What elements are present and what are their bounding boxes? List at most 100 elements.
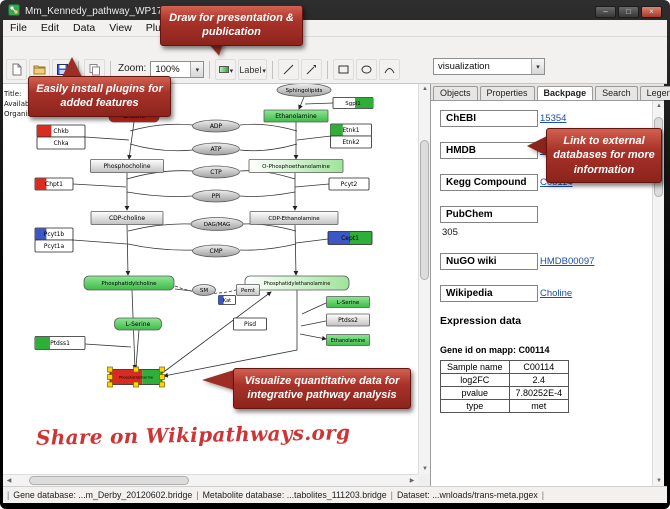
selection-handle[interactable] [133,381,139,388]
node-sgpl1[interactable]: Sgpl1 [332,97,374,109]
node-ppi[interactable]: PPi [192,189,240,203]
menu-edit[interactable]: Edit [40,22,60,34]
node-pcyt2[interactable]: Pcyt2 [328,177,370,191]
node-o-phosphoethanolamine[interactable]: O-Phosphoethanolamine [248,159,344,173]
node-chkb[interactable]: Chkb [36,124,86,138]
pathway-edge[interactable] [84,343,132,348]
canvas-horizontal-scrollbar[interactable] [3,474,418,486]
node-kat[interactable]: Kat [218,295,236,305]
canvas-vertical-scrollbar[interactable] [418,84,430,474]
pathway-edge[interactable] [163,290,298,378]
line-tool-button[interactable] [277,59,299,80]
tab-properties[interactable]: Properties [479,86,535,100]
scroll-up-icon[interactable] [653,101,665,111]
selection-handle[interactable] [159,366,165,373]
pathway-edge[interactable] [160,291,272,375]
minimize-button[interactable]: – [595,5,616,18]
rectangle-tool-button[interactable] [332,59,354,80]
node-cept1[interactable]: Cept1 [327,231,373,245]
arc-tool-button[interactable] [378,59,400,80]
pathway-edge[interactable] [84,136,130,141]
pathway-edge[interactable] [295,238,329,244]
close-button[interactable]: × [641,5,662,18]
node-chka[interactable]: Chka [36,136,86,150]
open-file-button[interactable] [29,59,50,80]
selection-handle[interactable] [107,366,113,373]
new-file-button[interactable] [6,59,27,80]
node-chpt1[interactable]: Chpt1 [34,177,74,191]
node-ctp[interactable]: CTP [192,165,240,179]
node-sphingolipids[interactable]: Sphingolipids [276,84,332,97]
pathway-edge[interactable] [296,135,332,141]
tab-objects[interactable]: Objects [433,86,478,100]
menu-file[interactable]: File [10,22,27,34]
arrow-tool-button[interactable] [300,59,322,80]
pathway-edge[interactable] [301,302,327,315]
node-atp[interactable]: ATP [192,142,240,156]
scrollbar-thumb[interactable] [420,140,429,280]
label-tool-button[interactable]: Label [238,59,267,80]
selection-handle[interactable] [107,374,113,380]
node-pisd[interactable]: Pisd [233,317,267,331]
node-pemt[interactable]: Pemt [236,284,260,296]
node-cmp[interactable]: CMP [192,244,240,258]
pathway-edge[interactable] [300,320,327,327]
selection-handle[interactable] [133,366,139,373]
scroll-down-icon[interactable] [653,476,665,486]
pathway-edge[interactable] [127,223,192,232]
ellipse-tool-button[interactable] [355,59,377,80]
pathway-edge[interactable] [129,143,194,152]
pathway-edge[interactable] [135,329,140,368]
node-etnk2[interactable]: Etnk2 [330,135,372,149]
pathway-edge[interactable] [304,102,334,105]
node-cdp-choline[interactable]: CDP-choline [90,211,164,225]
pathway-edge[interactable] [294,183,330,188]
pathway-edge[interactable] [126,191,194,197]
node-ethanolamine[interactable]: Ethanolamine [326,334,370,346]
title-bar[interactable]: Mm_Kennedy_pathway_WP1771_45176.gpml – □… [3,3,667,20]
node-adp[interactable]: ADP [192,119,240,133]
node-phosphatidylethanolamine[interactable]: Phosphatidylethanolamine [244,275,350,291]
node-ptdss2[interactable]: Ptdss2 [326,313,370,327]
pathway-edge[interactable] [125,224,131,276]
pathway-edge[interactable] [298,96,305,110]
pathway-edge[interactable] [239,191,296,197]
tab-search[interactable]: Search [595,86,638,100]
pathway-edge[interactable] [299,333,327,341]
tab-legend[interactable]: Legend [639,86,670,100]
pathway-edge[interactable] [127,121,135,160]
pathway-edge[interactable] [72,239,128,245]
datanode-dropdown-button[interactable] [215,59,237,80]
dropdown-arrow-icon[interactable] [531,59,544,74]
dropdown-arrow-icon[interactable] [190,62,204,77]
pathway-edge[interactable] [72,183,127,188]
node-cdp-ethanolamine[interactable]: CDP-Ethanolamine [249,211,339,225]
selection-handle[interactable] [107,381,113,388]
menu-view[interactable]: View [109,22,132,34]
node-ptdss1[interactable]: Ptdss1 [34,336,86,350]
node-ethanolamine[interactable]: Ethanolamine [263,109,329,123]
maximize-button[interactable]: □ [618,5,639,18]
database-id-link[interactable]: Choline [540,288,573,299]
pathway-edge[interactable] [239,143,298,152]
selection-handle[interactable] [159,374,165,380]
node-phosphatidylserine[interactable]: Phosphatidylserine [107,366,165,388]
scrollbar-thumb[interactable] [29,476,189,485]
zoom-combobox[interactable]: 100% [150,61,205,78]
node-dag-mag[interactable]: DAG/MAG [190,217,244,231]
pathway-edge[interactable] [127,243,194,251]
pathway-edge[interactable] [239,243,297,251]
pathway-edge[interactable] [293,224,299,276]
menu-data[interactable]: Data [73,22,96,34]
node-pcyt1b[interactable]: Pcyt1b [34,227,74,241]
pathway-edge[interactable] [129,123,194,132]
visualization-combobox[interactable]: visualization [433,58,545,75]
database-id-link[interactable]: 15354 [540,113,567,124]
pathway-edge[interactable] [242,223,297,232]
node-l-serine[interactable]: L-Serine [114,317,162,331]
node-phosphocholine[interactable]: Phosphocholine [90,159,164,173]
node-l-serine[interactable]: L-Serine [326,296,370,308]
node-etnk1[interactable]: Etnk1 [330,123,372,137]
